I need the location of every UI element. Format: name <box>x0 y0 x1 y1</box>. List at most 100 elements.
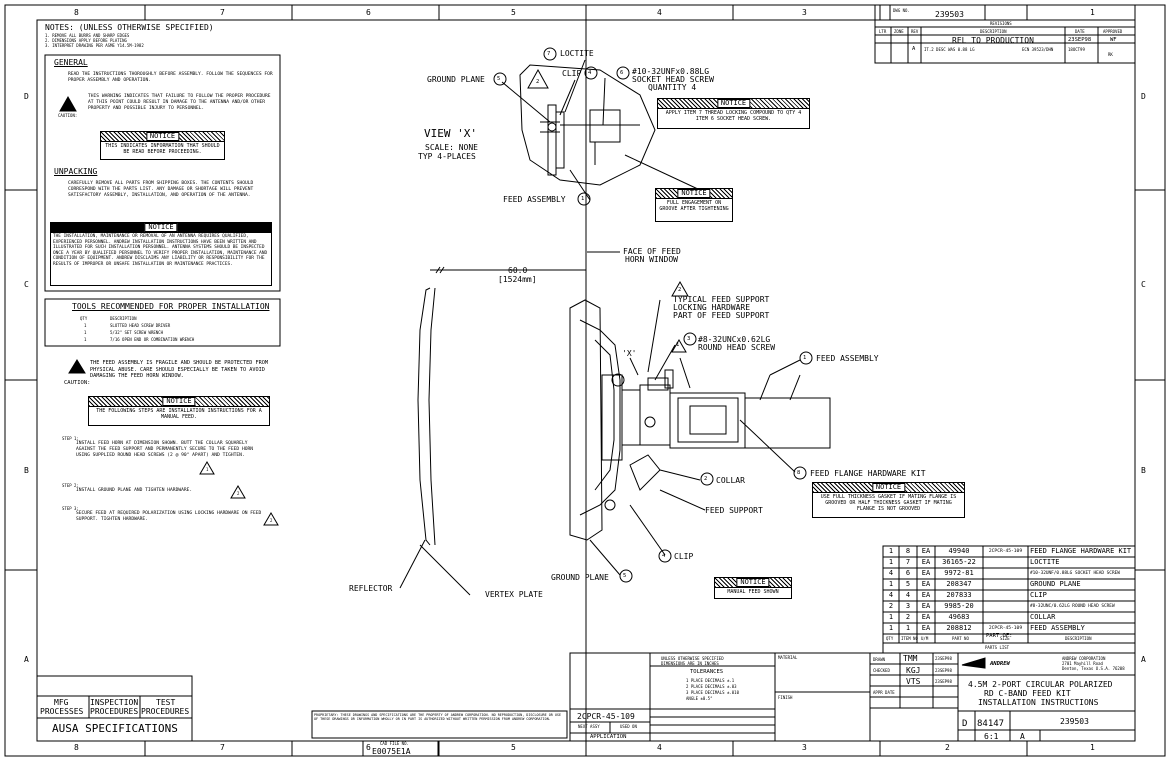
rev-col-zone: ZONE <box>894 29 904 34</box>
rev-col-approved: APPROVED <box>1103 29 1123 34</box>
label-typical-2: LOCKING HARDWARE <box>673 303 751 312</box>
balloon-2-main: 2 <box>704 476 708 482</box>
general-notice: NOTICE THIS INDICATES INFORMATION THAT S… <box>100 131 225 160</box>
main-notice-manual: NOTICE MANUAL FEED SHOWN <box>714 577 792 599</box>
dim-60: 60.0 <box>508 266 528 275</box>
parts-row-8-qty: 1 <box>888 624 894 632</box>
label-face-of-feed: FACE OF FEED <box>623 247 681 256</box>
tb-finish: FINISH <box>778 695 793 700</box>
view-x-title: VIEW 'X' <box>424 127 477 140</box>
zone-top-5: 5 <box>511 8 516 17</box>
zone-bottom-1: 1 <box>1090 743 1095 752</box>
parts-row-1-part: 49940 <box>948 547 970 555</box>
balloon-4-main: 4 <box>662 553 666 559</box>
tb-tol-3: 3 PLACE DECIMALS ±.010 <box>686 690 739 695</box>
zone-top-8: 8 <box>74 8 79 17</box>
general-notice-text: THIS INDICATES INFORMATION THAT SHOULD B… <box>105 143 220 155</box>
bl-inspection: INSPECTION <box>90 698 139 707</box>
tb-title-2: RD C-BAND FEED KIT <box>984 689 1071 698</box>
zone-left-B: B <box>24 466 29 475</box>
general-caution-text: THIS WARNING INDICATES THAT FAILURE TO F… <box>88 94 271 111</box>
notes-title: NOTES: (UNLESS OTHERWISE SPECIFIED) <box>45 23 214 32</box>
tb-tol-4: ANGLE ±0.5° <box>686 696 713 701</box>
label-reflector: REFLECTOR <box>349 584 393 593</box>
zone-bottom-2: 2 <box>945 743 950 752</box>
main-notice-gasket: NOTICE USE FULL THICKNESS GASKET IF MATI… <box>812 482 965 518</box>
parts-row-2-um: EA <box>921 558 931 566</box>
view-x-notice-1-title: NOTICE <box>716 99 751 108</box>
tools-qty-2: 1 <box>84 330 87 335</box>
zone-bottom-6: 6 <box>366 743 371 752</box>
parts-list-title: PARTS LIST <box>985 645 1010 650</box>
step-1-ref: 1 <box>206 467 209 472</box>
tb-next-assy-label: NEXT ASSY <box>578 724 600 729</box>
tb-appr-label: APPR DATE <box>873 690 895 695</box>
parts-row-3-part: 9972-81 <box>944 569 974 577</box>
parts-row-5-qty: 4 <box>888 591 894 599</box>
label-horn-window: HORN WINDOW <box>625 255 678 264</box>
view-x-notice-1: NOTICE APPLY ITEM 7 THREAD LOCKING COMPO… <box>657 98 810 129</box>
tb-drawn-label: DRAWN <box>873 657 886 662</box>
unpacking-text: CAREFULLY REMOVE ALL PARTS FROM SHIPPING… <box>68 181 254 198</box>
zone-top-6: 6 <box>366 8 371 17</box>
zone-left-D: D <box>24 92 29 101</box>
note-2: 2. DIMENSIONS APPLY BEFORE PLATING <box>45 38 127 43</box>
zone-top-1: 1 <box>1090 8 1095 17</box>
view-x-notice-1-text: APPLY ITEM 7 THREAD LOCKING COMPOUND TO … <box>665 110 802 122</box>
tb-logo: ANDREW <box>990 661 1010 667</box>
dim-1524mm: [1524mm] <box>498 275 537 284</box>
parts-row-8-part: 208812 <box>946 624 972 632</box>
tools-col-qty: QTY <box>80 316 88 321</box>
balloon-1-view: 1 <box>581 196 585 202</box>
tb-vts: VTS <box>906 677 921 686</box>
tb-title-1: 4.5M 2-PORT CIRCULAR POLARIZED <box>968 680 1113 689</box>
main-notice-title: NOTICE <box>871 483 906 492</box>
zone-bottom-4: 4 <box>657 743 662 752</box>
tb-dwg-no: 239503 <box>1060 717 1089 726</box>
tb-tol-head-1: UNLESS OTHERWISE SPECIFIED <box>661 656 724 661</box>
parts-header-qty: QTY <box>886 636 894 641</box>
label-screw-8: #8-32UNCx0.62LG <box>698 335 771 344</box>
parts-row-4-um: EA <box>921 580 931 588</box>
parts-row-8-desc: FEED ASSEMBLY <box>1030 624 1085 632</box>
fragile-notice-text: THE FOLLOWING STEPS ARE INSTALLATION INS… <box>96 408 262 420</box>
parts-row-7-part: 49683 <box>948 613 970 621</box>
parts-row-1-item: 8 <box>905 547 911 555</box>
label-vertex-plate: VERTEX PLATE <box>485 590 543 599</box>
tb-tmm: TMM <box>903 654 918 663</box>
rev-col-ltr: LTR <box>879 29 887 34</box>
label-ground-plane-main: GROUND PLANE <box>551 573 609 582</box>
zone-left-A: A <box>24 655 29 664</box>
parts-row-5-um: EA <box>921 591 931 599</box>
rev-col-rev: REV <box>911 29 919 34</box>
label-view-x-ref: 'X' <box>622 349 637 358</box>
tb-tol-1: 1 PLACE DECIMALS ±.1 <box>686 678 735 683</box>
parts-row-6-desc: #8-32UNC/0.62LG ROUND HEAD SCREW <box>1030 604 1115 609</box>
general-heading: GENERAL <box>54 58 88 67</box>
balloon-4-view: 4 <box>588 70 592 76</box>
tb-cad-file: E0075E1A <box>372 747 411 756</box>
balloon-5-main: 5 <box>623 573 627 579</box>
tb-tmm-date: 23SEP98 <box>935 656 952 661</box>
parts-row-4-part: 208347 <box>946 580 972 588</box>
parts-row-4-qty: 1 <box>888 580 894 588</box>
zone-left-C: C <box>24 280 29 289</box>
triangle-2-main: 2 <box>678 287 682 293</box>
unpacking-notice: NOTICE THE INSTALLATION, MAINTENANCE OR … <box>50 222 272 286</box>
label-typical-1: TYPICAL FEED SUPPORT <box>673 295 770 304</box>
fragile-notice-title: NOTICE <box>162 397 196 406</box>
parts-row-7-desc: COLLAR <box>1030 613 1056 621</box>
parts-row-1-size: 2CPCR-45-109 <box>988 549 1023 554</box>
view-x-typ: TYP 4-PLACES <box>418 152 476 161</box>
bl-procedures: PROCEDURES <box>90 707 139 716</box>
tools-col-desc: DESCRIPTION <box>110 316 137 321</box>
rev-dwg-label: DWG NO. <box>893 8 910 13</box>
tb-tol-head-2: DIMENSIONS ARE IN INCHES <box>661 661 719 666</box>
parts-header-desc: DESCRIPTION <box>1065 636 1092 641</box>
tb-rev: A <box>1020 732 1025 741</box>
rev-row2-desc: IT.2 DESC WAS 0.88 LG <box>924 47 975 52</box>
label-flange-kit: FEED FLANGE HARDWARE KIT <box>810 469 926 478</box>
tb-vts-date: 23SEP98 <box>935 679 952 684</box>
zone-bottom-3: 3 <box>802 743 807 752</box>
view-x-notice-2-title: NOTICE <box>677 189 711 198</box>
